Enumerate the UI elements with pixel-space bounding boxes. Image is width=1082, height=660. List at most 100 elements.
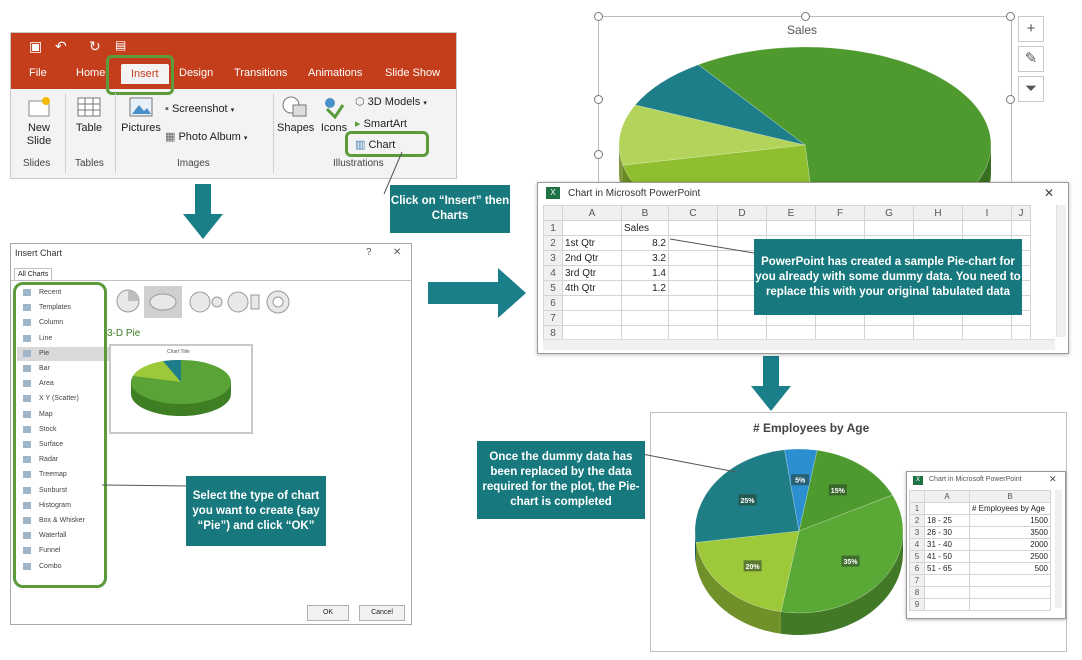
save-icon[interactable]: ▣ bbox=[29, 38, 43, 54]
cell[interactable] bbox=[1011, 220, 1031, 236]
cell[interactable] bbox=[924, 502, 970, 515]
tab-design[interactable]: Design bbox=[179, 67, 214, 79]
shapes-button[interactable]: Shapes bbox=[277, 95, 314, 134]
cell[interactable] bbox=[969, 586, 1051, 599]
cell-value[interactable]: 8.2 bbox=[621, 235, 669, 251]
cell-sales-header[interactable]: Sales bbox=[621, 220, 669, 236]
tab-slide-show[interactable]: Slide Show bbox=[385, 67, 441, 79]
cell-value[interactable]: 2500 bbox=[969, 550, 1051, 563]
screenshot-button[interactable]: ▪ Screenshot ▾ bbox=[165, 103, 235, 115]
cell[interactable] bbox=[668, 295, 718, 311]
vertical-scrollbar[interactable] bbox=[1056, 205, 1066, 337]
chart-type-x-y-scatter-[interactable]: X Y (Scatter) bbox=[17, 392, 119, 406]
cell[interactable] bbox=[668, 310, 718, 326]
table-button[interactable]: Table bbox=[71, 95, 107, 134]
tab-insert[interactable]: Insert bbox=[121, 64, 169, 84]
cancel-button[interactable]: Cancel bbox=[359, 605, 405, 621]
chart-type-sunburst[interactable]: Sunburst bbox=[17, 484, 119, 498]
cell-value[interactable]: 500 bbox=[969, 562, 1051, 575]
pie-slice-1st-qtr[interactable] bbox=[697, 46, 992, 185]
cell-label[interactable]: 41 - 50 bbox=[924, 550, 970, 563]
chart-type-box-whisker[interactable]: Box & Whisker bbox=[17, 514, 119, 528]
help-icon[interactable]: ? bbox=[366, 247, 372, 258]
cell[interactable] bbox=[621, 295, 669, 311]
cell-value[interactable]: 3500 bbox=[969, 526, 1051, 539]
resize-handle[interactable] bbox=[594, 95, 603, 104]
resize-handle[interactable] bbox=[594, 150, 603, 159]
cell[interactable] bbox=[766, 220, 816, 236]
cell-value[interactable]: 3.2 bbox=[621, 250, 669, 266]
photo-album-button[interactable]: ▦ Photo Album ▾ bbox=[165, 131, 248, 143]
cell[interactable] bbox=[668, 220, 718, 236]
chart-type-combo[interactable]: Combo bbox=[17, 560, 119, 574]
cell-value[interactable]: 1.2 bbox=[621, 280, 669, 296]
cell-label[interactable]: 51 - 65 bbox=[924, 562, 970, 575]
cell-label[interactable]: 31 - 40 bbox=[924, 538, 970, 551]
column-header-e[interactable]: E bbox=[766, 205, 816, 221]
cell-label[interactable]: 26 - 30 bbox=[924, 526, 970, 539]
chart-type-bar[interactable]: Bar bbox=[17, 362, 119, 376]
close-icon[interactable]: ✕ bbox=[1044, 186, 1055, 200]
cell[interactable] bbox=[562, 220, 622, 236]
smartart-button[interactable]: ▸ SmartArt bbox=[355, 118, 407, 130]
cell[interactable] bbox=[621, 310, 669, 326]
resize-handle[interactable] bbox=[1006, 12, 1015, 21]
close-icon[interactable]: ✕ bbox=[393, 247, 402, 258]
undo-icon[interactable]: ↶ bbox=[55, 38, 67, 54]
chart-type-recent[interactable]: Recent bbox=[17, 286, 119, 300]
cell-label[interactable]: 3rd Qtr bbox=[562, 265, 622, 281]
cell[interactable] bbox=[668, 265, 718, 281]
pie-of-pie-subtype-icon[interactable] bbox=[189, 291, 223, 313]
resize-handle[interactable] bbox=[801, 12, 810, 21]
cell-employees-header[interactable]: # Employees by Age bbox=[969, 502, 1051, 515]
cell[interactable] bbox=[913, 220, 963, 236]
column-header-g[interactable]: G bbox=[864, 205, 914, 221]
column-header-b[interactable]: B bbox=[969, 490, 1051, 503]
chart-type-treemap[interactable]: Treemap bbox=[17, 468, 119, 482]
ok-button[interactable]: OK bbox=[307, 605, 349, 621]
cell[interactable] bbox=[562, 310, 622, 326]
cell-label[interactable]: 1st Qtr bbox=[562, 235, 622, 251]
column-header-c[interactable]: C bbox=[668, 205, 718, 221]
tab-all-charts[interactable]: All Charts bbox=[14, 268, 53, 280]
resize-handle[interactable] bbox=[594, 12, 603, 21]
horizontal-scrollbar[interactable] bbox=[543, 339, 1055, 350]
cell[interactable] bbox=[864, 220, 914, 236]
sample-pie-chart[interactable]: Sales bbox=[598, 16, 1012, 186]
chart-type-templates[interactable]: Templates bbox=[17, 301, 119, 315]
pie-subtype-icon[interactable] bbox=[116, 289, 140, 313]
brush-icon[interactable]: ✎ bbox=[1018, 46, 1044, 72]
present-icon[interactable]: ▤ bbox=[115, 38, 127, 52]
icons-button[interactable]: Icons bbox=[317, 95, 351, 134]
3d-models-button[interactable]: ⬡ 3D Models ▾ bbox=[355, 96, 427, 108]
cell[interactable] bbox=[924, 574, 970, 587]
column-header-a[interactable]: A bbox=[924, 490, 970, 503]
column-header-f[interactable]: F bbox=[815, 205, 865, 221]
pie-slice-3rd-qtr[interactable] bbox=[618, 104, 806, 166]
cell[interactable] bbox=[969, 598, 1051, 611]
cell-value[interactable]: 2000 bbox=[969, 538, 1051, 551]
cell[interactable] bbox=[562, 295, 622, 311]
cell-label[interactable]: 2nd Qtr bbox=[562, 250, 622, 266]
column-header-h[interactable]: H bbox=[913, 205, 963, 221]
vertical-scrollbar[interactable] bbox=[1055, 490, 1062, 608]
cell[interactable] bbox=[969, 574, 1051, 587]
column-header-a[interactable]: A bbox=[562, 205, 622, 221]
pie-slice-31-40[interactable] bbox=[695, 530, 800, 613]
chart-type-stock[interactable]: Stock bbox=[17, 423, 119, 437]
doughnut-subtype-icon[interactable] bbox=[266, 290, 290, 314]
redo-icon[interactable]: ↻ bbox=[89, 38, 101, 54]
cell-value[interactable]: 1.4 bbox=[621, 265, 669, 281]
bar-of-pie-subtype-icon[interactable] bbox=[227, 291, 260, 313]
tab-home[interactable]: Home bbox=[76, 67, 106, 79]
chart-type-line[interactable]: Line bbox=[17, 332, 119, 346]
tab-file[interactable]: File bbox=[29, 67, 47, 79]
cell[interactable] bbox=[668, 280, 718, 296]
cell[interactable] bbox=[717, 220, 767, 236]
cell[interactable] bbox=[962, 220, 1012, 236]
chart-type-column[interactable]: Column bbox=[17, 316, 119, 330]
tab-animations[interactable]: Animations bbox=[308, 67, 363, 79]
chart-type-area[interactable]: Area bbox=[17, 377, 119, 391]
cell[interactable] bbox=[924, 586, 970, 599]
chart-type-histogram[interactable]: Histogram bbox=[17, 499, 119, 513]
